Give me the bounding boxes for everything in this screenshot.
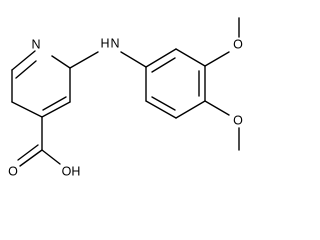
benz-bond-2 [145,48,177,68]
bond-c2-nh [69,51,99,69]
ring-bond-4 [11,101,43,118]
benz-bond-4 [175,48,206,67]
ring-bond-6 [42,96,67,111]
methoxy-oxygen-top-label: O [233,37,243,51]
bond-c-o-double-2 [17,144,39,161]
chemical-structure-diagram: N H N O O O OH [8,17,243,178]
ring-bond-2 [11,50,36,71]
bond-c-o-double-1 [19,149,43,167]
hydroxyl-label: OH [62,164,81,178]
pyridine-ring-outline [11,50,71,118]
benz-bond-8 [145,100,177,119]
benz-bond-7 [175,100,206,119]
ring-bond-8 [51,55,71,69]
amine-nh-label: H N [100,36,119,50]
carboxylic-acid-group [17,116,61,167]
amine-linker [69,51,147,69]
pyridine-nitrogen-label: N [31,37,40,51]
benzene-ring [145,48,206,119]
bond-nh-aryl [120,51,147,68]
atom-labels: N H N O O O OH [8,36,243,178]
ring-bond-3 [15,60,37,79]
bond-ring-o-bottom [204,100,230,116]
methoxy-oxygen-bottom-label: O [233,113,243,127]
bond-ring-o-top [204,51,230,67]
bond-c-oh [41,149,61,165]
carbonyl-oxygen-label: O [8,164,18,178]
benz-bond-9 [151,96,176,111]
benz-bond-3 [151,57,176,73]
methoxy-groups [204,17,240,151]
ring-bond-5 [41,101,71,118]
